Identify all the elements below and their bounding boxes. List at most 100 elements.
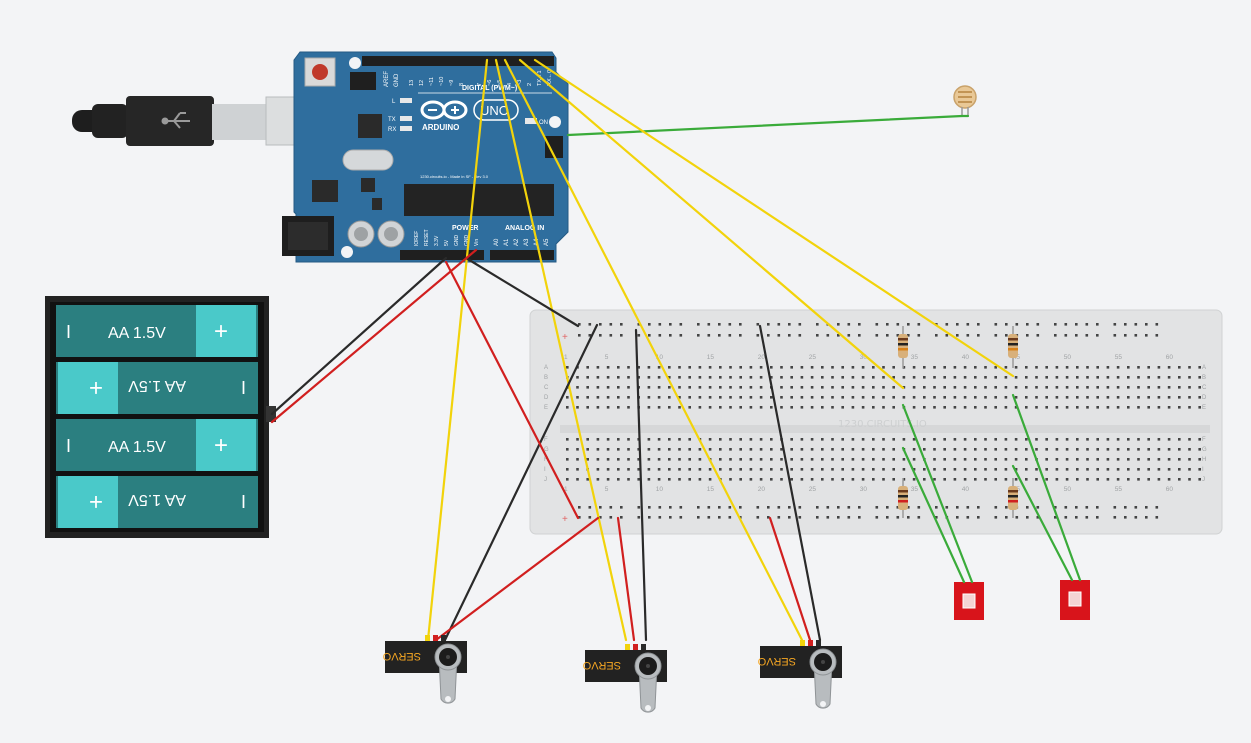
breadboard-hole[interactable] [1076, 406, 1079, 409]
breadboard-hole[interactable] [770, 396, 773, 399]
breadboard-hole[interactable] [800, 366, 804, 369]
push-button[interactable] [954, 582, 984, 620]
breadboard-hole[interactable] [627, 468, 630, 471]
breadboard-hole[interactable] [1086, 376, 1089, 379]
breadboard-hole[interactable] [933, 438, 936, 441]
breadboard-hole[interactable] [627, 396, 630, 399]
breadboard-hole[interactable] [963, 438, 967, 441]
breadboard-hole[interactable] [586, 396, 589, 399]
breadboard-hole[interactable] [647, 468, 651, 471]
breadboard-hole[interactable] [1055, 376, 1059, 379]
breadboard-hole[interactable] [953, 478, 957, 481]
breadboard-hole[interactable] [1167, 396, 1171, 399]
breadboard-hole[interactable] [1025, 468, 1028, 471]
breadboard-hole[interactable] [984, 478, 987, 481]
breadboard-hole[interactable] [872, 406, 875, 409]
breadboard-hole[interactable] [1035, 376, 1038, 379]
breadboard-hole[interactable] [847, 334, 851, 337]
breadboard-hole[interactable] [790, 406, 793, 409]
breadboard-hole[interactable] [620, 334, 623, 337]
breadboard-hole[interactable] [984, 376, 987, 379]
breadboard-hole[interactable] [1124, 334, 1127, 337]
breadboard-hole[interactable] [1014, 366, 1018, 369]
breadboard-hole[interactable] [1004, 376, 1008, 379]
breadboard-hole[interactable] [1157, 478, 1161, 481]
breadboard-hole[interactable] [729, 386, 732, 389]
breadboard-hole[interactable] [821, 468, 824, 471]
breadboard-hole[interactable] [1035, 438, 1038, 441]
breadboard-hole[interactable] [729, 458, 732, 461]
breadboard-hole[interactable] [847, 323, 851, 326]
breadboard-hole[interactable] [994, 334, 998, 337]
breadboard-hole[interactable] [669, 516, 672, 519]
breadboard-hole[interactable] [1134, 334, 1138, 337]
breadboard-hole[interactable] [657, 438, 661, 441]
breadboard-hole[interactable] [1096, 438, 1099, 441]
breadboard-hole[interactable] [708, 366, 712, 369]
breadboard-hole[interactable] [759, 448, 763, 451]
breadboard-hole[interactable] [1134, 323, 1138, 326]
breadboard-hole[interactable] [1014, 468, 1018, 471]
breadboard-hole[interactable] [566, 448, 569, 451]
breadboard-hole[interactable] [1096, 406, 1099, 409]
breadboard-hole[interactable] [1116, 386, 1120, 389]
breadboard-hole[interactable] [1085, 516, 1089, 519]
breadboard-hole[interactable] [945, 506, 949, 509]
breadboard-hole[interactable] [821, 366, 824, 369]
breadboard-hole[interactable] [719, 386, 722, 389]
breadboard-hole[interactable] [923, 386, 926, 389]
breadboard-hole[interactable] [872, 478, 875, 481]
breadboard-hole[interactable] [1137, 386, 1140, 389]
breadboard-hole[interactable] [770, 478, 773, 481]
breadboard-hole[interactable] [1064, 323, 1068, 326]
breadboard-hole[interactable] [1045, 366, 1048, 369]
breadboard-hole[interactable] [749, 448, 753, 451]
breadboard-hole[interactable] [1116, 458, 1120, 461]
push-button[interactable] [1060, 580, 1090, 620]
breadboard-hole[interactable] [800, 386, 804, 389]
breadboard-hole[interactable] [759, 458, 763, 461]
breadboard-hole[interactable] [872, 366, 875, 369]
breadboard-hole[interactable] [1025, 458, 1028, 461]
breadboard-hole[interactable] [759, 438, 763, 441]
wire-green-button1-b[interactable] [901, 446, 966, 584]
breadboard-hole[interactable] [1106, 366, 1110, 369]
breadboard-hole[interactable] [1188, 386, 1191, 389]
breadboard-hole[interactable] [841, 376, 844, 379]
breadboard-hole[interactable] [923, 448, 926, 451]
breadboard-hole[interactable] [1147, 366, 1150, 369]
breadboard-hole[interactable] [647, 448, 651, 451]
breadboard-hole[interactable] [770, 376, 773, 379]
breadboard-hole[interactable] [816, 506, 819, 509]
breadboard-hole[interactable] [1004, 406, 1008, 409]
breadboard-hole[interactable] [800, 376, 804, 379]
breadboard-hole[interactable] [810, 478, 814, 481]
breadboard-hole[interactable] [1155, 506, 1159, 509]
breadboard-hole[interactable] [831, 448, 834, 451]
breadboard-hole[interactable] [1096, 448, 1099, 451]
breadboard-hole[interactable] [1086, 448, 1089, 451]
breadboard-hole[interactable] [617, 438, 620, 441]
breadboard-hole[interactable] [576, 448, 579, 451]
breadboard-hole[interactable] [648, 323, 651, 326]
breadboard-hole[interactable] [810, 458, 814, 461]
breadboard-hole[interactable] [956, 506, 959, 509]
breadboard-hole[interactable] [994, 386, 997, 389]
breadboard-hole[interactable] [576, 386, 579, 389]
breadboard-hole[interactable] [1137, 458, 1140, 461]
breadboard-hole[interactable] [719, 468, 722, 471]
breadboard-hole[interactable] [1036, 516, 1040, 519]
breadboard-hole[interactable] [1045, 468, 1048, 471]
breadboard-hole[interactable] [688, 376, 691, 379]
breadboard-hole[interactable] [647, 366, 651, 369]
breadboard-hole[interactable] [698, 458, 702, 461]
breadboard-hole[interactable] [719, 438, 722, 441]
breadboard-hole[interactable] [1106, 438, 1110, 441]
breadboard-hole[interactable] [767, 506, 770, 509]
breadboard-hole[interactable] [963, 406, 967, 409]
breadboard-hole[interactable] [777, 516, 781, 519]
breadboard-hole[interactable] [708, 386, 712, 389]
breadboard-hole[interactable] [1167, 468, 1171, 471]
breadboard-hole[interactable] [1145, 334, 1148, 337]
